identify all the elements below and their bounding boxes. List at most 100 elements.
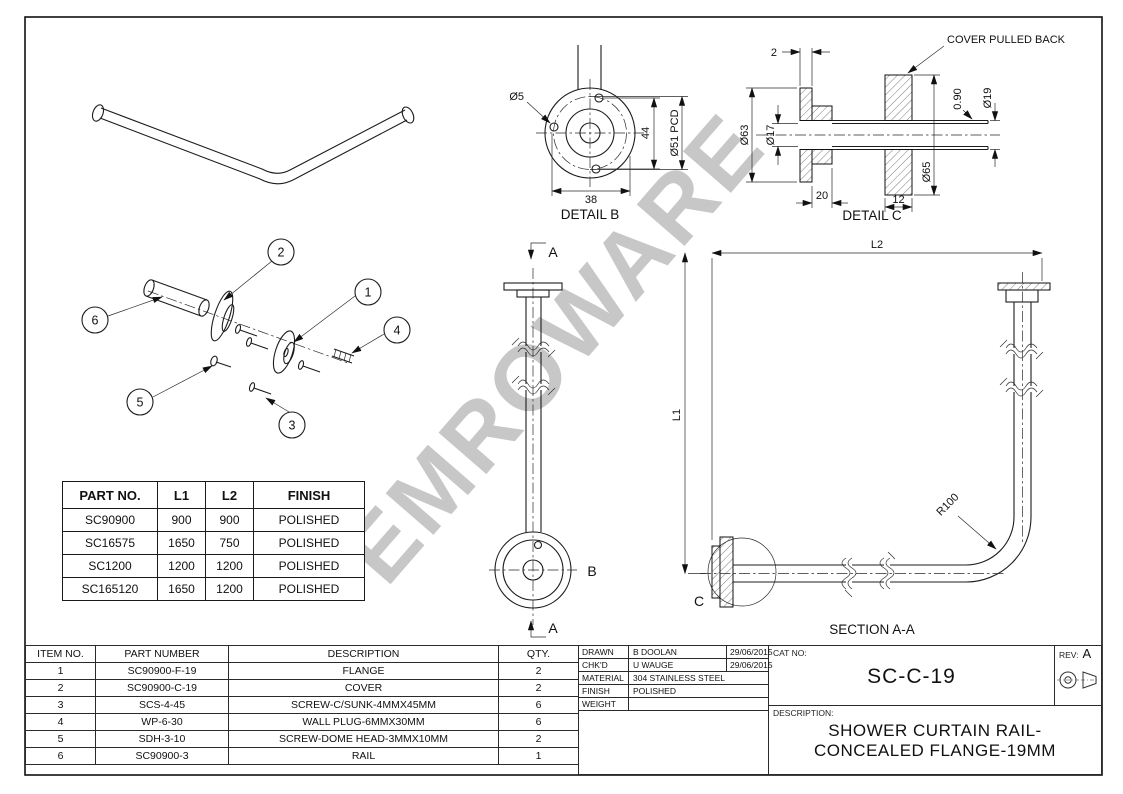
detail-c-boundary [707, 537, 777, 607]
detail-b-marker: B [587, 563, 596, 579]
column-header: L1 [157, 481, 206, 509]
cell: POLISHED [253, 577, 365, 601]
description-line-1: SHOWER CURTAIN RAIL- [828, 721, 1042, 740]
material-label: MATERIAL [579, 672, 629, 684]
table-row: SC16575 1650 750 POLISHED [62, 531, 365, 555]
cell: 3 [25, 696, 96, 714]
cell: SCREW-DOME HEAD-3MMX10MM [228, 730, 499, 748]
isometric-view [91, 104, 415, 185]
column-header: DESCRIPTION [228, 645, 499, 663]
drawn-name: B DOOLAN [633, 647, 677, 657]
cell: 900 [205, 508, 254, 532]
column-header: ITEM NO. [25, 645, 96, 663]
cell: SC90900 [62, 508, 158, 532]
section-aa-title: SECTION A-A [829, 622, 915, 637]
section-arrow-bottom-label: A [548, 620, 558, 636]
cell: 6 [498, 713, 579, 731]
cover-section [884, 74, 913, 121]
cover-note: COVER PULLED BACK [947, 34, 1066, 46]
detail-c-title: DETAIL C [842, 208, 902, 223]
cell: POLISHED [253, 508, 365, 532]
cell: 750 [205, 531, 254, 555]
cell: 2 [498, 662, 579, 680]
checked-row: CHK'D U WAUGE 29/06/2015 [579, 659, 773, 672]
balloon-5 [126, 388, 154, 416]
table-row: 1 SC90900-F-19 FLANGE 2 [25, 662, 579, 680]
column-header: PART NUMBER [95, 645, 229, 663]
cell: POLISHED [253, 554, 365, 578]
cell: SCS-4-45 [95, 696, 229, 714]
drawn-date: 29/06/2015 [726, 646, 773, 658]
balloon-2 [267, 238, 295, 266]
cell: SDH-3-10 [95, 730, 229, 748]
cell: 1650 [157, 531, 206, 555]
section-aa-view: L2 L1 R100 C SECTION A-A [671, 239, 1051, 637]
cell: 1200 [205, 577, 254, 601]
table-row: SC165120 1650 1200 POLISHED [62, 577, 365, 601]
balloon-6 [81, 306, 109, 334]
dim-cover-length-label: 12 [892, 194, 904, 206]
table-row: 4 WP-6-30 WALL PLUG-6MMX30MM 6 [25, 713, 579, 731]
dim-radius-label: R100 [934, 491, 961, 518]
cell: 4 [25, 713, 96, 731]
drawn-row: DRAWN B DOOLAN 29/06/2015 [579, 646, 773, 659]
dim-width-label: 38 [585, 194, 597, 206]
weight-value [629, 698, 768, 710]
table-row: SC1200 1200 1200 POLISHED [62, 554, 365, 578]
balloon-1-label: 1 [365, 286, 372, 300]
cell: 6 [25, 747, 96, 765]
detail-b-view: Ø5 44 Ø51 PCD 38 DETAIL B [509, 45, 688, 222]
dim-flange-od-label: Ø63 [739, 125, 751, 146]
rev-label: REV: [1059, 650, 1079, 660]
column-header: FINISH [253, 481, 365, 509]
cat-no-area: CAT NO: SC-C-19 [769, 646, 1054, 706]
column-header: PART NO. [62, 481, 158, 509]
dim-bore-label: Ø17 [765, 125, 777, 146]
detail-c-marker: C [694, 593, 704, 609]
cell: POLISHED [253, 531, 365, 555]
front-view: A A B [489, 242, 597, 638]
balloon-4-label: 4 [394, 324, 401, 338]
material-value: 304 STAINLESS STEEL [633, 673, 725, 683]
parts-table-header-row: PART NO. L1 L2 FINISH [62, 481, 365, 509]
cell: SC1200 [62, 554, 158, 578]
finish-value: POLISHED [633, 686, 676, 696]
cell: 2 [498, 679, 579, 697]
column-header: L2 [205, 481, 254, 509]
checked-label: CHK'D [579, 659, 629, 671]
dim-pcd-label: Ø51 PCD [669, 109, 681, 156]
table-row: SC90900 900 900 POLISHED [62, 508, 365, 532]
table-row: 6 SC90900-3 RAIL 1 [25, 747, 579, 765]
cell: SC90900-3 [95, 747, 229, 765]
weight-label: WEIGHT [579, 698, 629, 710]
cell: COVER [228, 679, 499, 697]
wall-flange-section [997, 282, 1051, 291]
table-row: 2 SC90900-C-19 COVER 2 [25, 679, 579, 697]
dim-hole-label: Ø5 [509, 91, 524, 103]
cell: 1 [498, 747, 579, 765]
dim-height-label: 44 [640, 127, 652, 139]
weight-row: WEIGHT [579, 698, 768, 711]
rail-end-flange [401, 106, 415, 124]
cell: SC90900-F-19 [95, 662, 229, 680]
cell: 1200 [157, 554, 206, 578]
balloon-4 [383, 316, 411, 344]
balloon-1 [354, 278, 382, 306]
column-header: QTY. [498, 645, 579, 663]
title-block: DRAWN B DOOLAN 29/06/2015 CHK'D U WAUGE … [578, 645, 1102, 775]
checked-name: U WAUGE [633, 660, 674, 670]
cell: FLANGE [228, 662, 499, 680]
cell: SCREW-C/SUNK-4MMX45MM [228, 696, 499, 714]
dim-wall-label: 0.90 [952, 88, 964, 109]
dim-boss-depth-label: 20 [816, 190, 828, 202]
cell: RAIL [228, 747, 499, 765]
description-label: DESCRIPTION: [773, 708, 834, 718]
balloon-2-label: 2 [278, 246, 285, 260]
balloon-3-label: 3 [289, 419, 296, 433]
table-row: 3 SCS-4-45 SCREW-C/SUNK-4MMX45MM 6 [25, 696, 579, 714]
rev-area: REV: A [1054, 646, 1101, 706]
cell: 1200 [205, 554, 254, 578]
cover-part [210, 290, 234, 342]
exploded-view [143, 279, 355, 395]
